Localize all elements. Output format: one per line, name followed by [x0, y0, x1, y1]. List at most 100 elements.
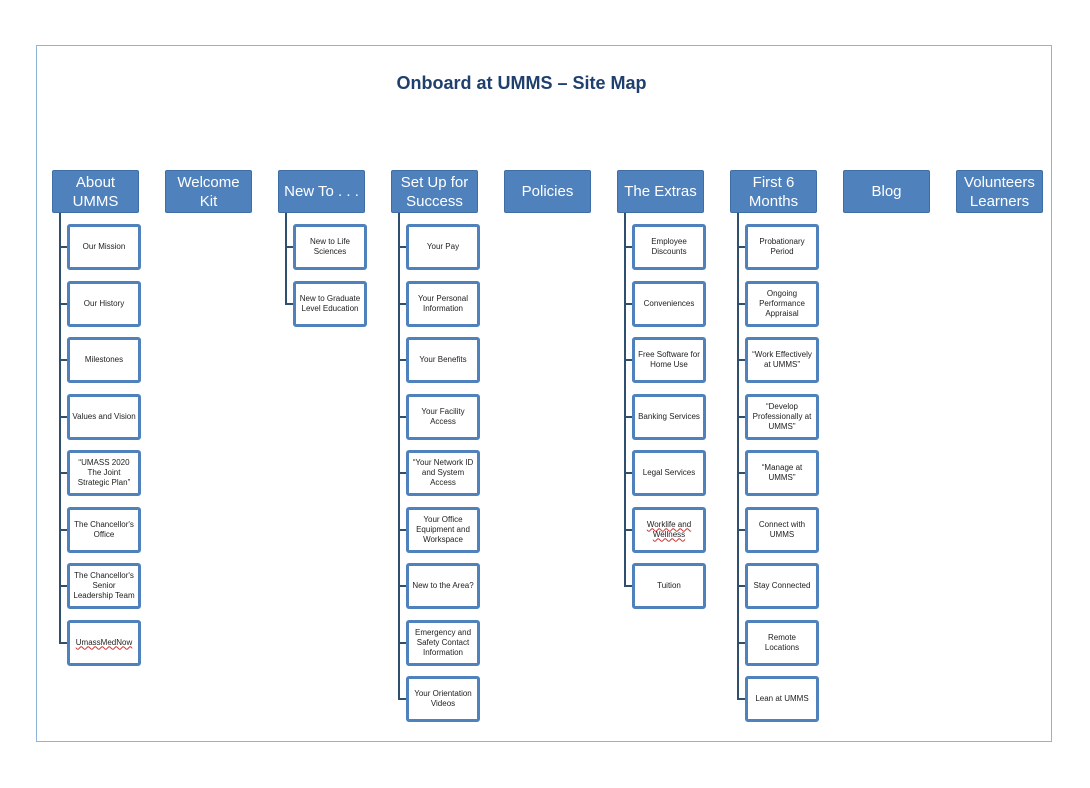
child-node-new-to-life-sciences[interactable]: New to Life Sciences: [293, 224, 367, 270]
child-node-label: Tuition: [657, 581, 681, 590]
child-node-label: Stay Connected: [753, 581, 811, 590]
child-node-label: Emergency and Safety Contact Information: [414, 627, 472, 657]
nav-node-set-up-for-success[interactable]: Set Up for Success: [391, 170, 478, 213]
child-node-label: UmassMedNow: [75, 637, 133, 647]
connector-line: [398, 213, 400, 700]
child-node-ongoing-performance-appraisal[interactable]: Ongoing Performance Appraisal: [745, 280, 819, 327]
connector-line: [59, 585, 67, 587]
connector-line: [398, 528, 406, 531]
child-node-label: Probationary Period: [759, 237, 805, 256]
child-node-label: Your Personal Information: [418, 293, 468, 313]
child-node-your-office-equipment-and-workspace[interactable]: Your Office Equipment and Workspace: [406, 506, 480, 553]
child-node-your-personal-information[interactable]: Your Personal Information: [406, 280, 480, 327]
child-node-label: “Develop Professionally at UMMS”: [752, 401, 812, 431]
child-node-stay-connected[interactable]: Stay Connected: [745, 563, 819, 609]
child-node-remote-locations[interactable]: Remote Locations: [745, 619, 819, 666]
connector-line: [737, 641, 745, 644]
nav-node-label: About UMMS: [72, 173, 119, 210]
child-node-connect-with-umms[interactable]: Connect with UMMS: [745, 506, 819, 553]
connector-line: [624, 213, 626, 587]
connector-line: [737, 415, 745, 418]
nav-node-label: New To . . .: [284, 183, 359, 200]
child-node-label: New to Graduate Level Education: [299, 293, 361, 313]
child-node-your-network-id-and-system-access[interactable]: “Your Network ID and System Access: [406, 450, 480, 496]
nav-node-label: Welcome Kit: [177, 173, 240, 210]
child-node-develop-professionally-at-umms[interactable]: “Develop Professionally at UMMS”: [745, 393, 819, 440]
child-node-label: Banking Services: [638, 411, 700, 421]
child-node-label: Worklife and Wellness: [646, 519, 692, 539]
child-node-manage-at-umms[interactable]: “Manage at UMMS”: [745, 450, 819, 496]
child-node-label: Lean at UMMS: [755, 694, 809, 703]
connector-line: [398, 585, 406, 587]
child-node-work-effectively-at-umms[interactable]: “Work Effectively at UMMS”: [745, 337, 819, 383]
connector-line: [398, 698, 406, 700]
nav-node-label: Policies: [521, 183, 574, 200]
nav-node-volunteers-learners[interactable]: Volunteers Learners: [956, 170, 1043, 213]
child-node-umassmednow[interactable]: UmassMedNow: [67, 619, 141, 666]
connector-line: [59, 213, 61, 644]
connector-line: [737, 472, 745, 474]
child-node-free-software-for-home-use[interactable]: Free Software for Home Use: [632, 337, 706, 383]
connector-line: [624, 302, 632, 305]
child-node-values-and-vision[interactable]: Values and Vision: [67, 393, 141, 440]
child-node-new-to-the-area[interactable]: New to the Area?: [406, 563, 480, 609]
connector-line: [59, 472, 67, 474]
child-node-the-chancellor-s-office[interactable]: The Chancellor's Office: [67, 506, 141, 553]
connector-line: [624, 246, 632, 248]
child-node-label: “Work Effectively at UMMS”: [752, 350, 812, 369]
connector-line: [59, 641, 67, 644]
child-node-new-to-graduate-level-education[interactable]: New to Graduate Level Education: [293, 280, 367, 327]
connector-line: [398, 415, 406, 418]
connector-line: [624, 359, 632, 361]
connector-line: [59, 415, 67, 418]
connector-line: [59, 302, 67, 305]
child-node-probationary-period[interactable]: Probationary Period: [745, 224, 819, 270]
connector-line: [398, 641, 406, 644]
connector-line: [398, 302, 406, 305]
nav-node-about-umms[interactable]: About UMMS: [52, 170, 139, 213]
nav-node-the-extras[interactable]: The Extras: [617, 170, 704, 213]
connector-line: [737, 302, 745, 305]
child-node-label: The Chancellor's Office: [74, 519, 134, 539]
child-node-label: Milestones: [84, 355, 124, 364]
child-node-label: The Chancellor's Senior Leadership Team: [73, 571, 135, 600]
nav-node-first-6-months[interactable]: First 6 Months: [730, 170, 817, 213]
child-node-banking-services[interactable]: Banking Services: [632, 393, 706, 440]
connector-line: [624, 472, 632, 474]
connector-line: [737, 246, 745, 248]
child-node-worklife-and-wellness[interactable]: Worklife and Wellness: [632, 506, 706, 553]
child-node-legal-services[interactable]: Legal Services: [632, 450, 706, 496]
child-node-your-benefits[interactable]: Your Benefits: [406, 337, 480, 383]
child-node-employee-discounts[interactable]: Employee Discounts: [632, 224, 706, 270]
child-node-your-orientation-videos[interactable]: Your Orientation Videos: [406, 676, 480, 722]
nav-node-blog[interactable]: Blog: [843, 170, 930, 213]
child-node-label: Our History: [83, 298, 125, 308]
child-node-tuition[interactable]: Tuition: [632, 563, 706, 609]
child-node-conveniences[interactable]: Conveniences: [632, 280, 706, 327]
connector-line: [285, 302, 293, 305]
child-node-label: “Your Network ID and System Access: [412, 458, 474, 487]
nav-node-policies[interactable]: Policies: [504, 170, 591, 213]
connector-line: [285, 246, 293, 248]
child-node-label: Your Pay: [426, 242, 460, 251]
child-node-label: Conveniences: [643, 298, 695, 308]
child-node-the-chancellor-s-senior-leadership-team[interactable]: The Chancellor's Senior Leadership Team: [67, 563, 141, 609]
child-node-label: Our Mission: [82, 242, 126, 251]
child-node-our-mission[interactable]: Our Mission: [67, 224, 141, 270]
child-node-umass-2020-the-joint-strategic-plan[interactable]: “UMASS 2020 The Joint Strategic Plan”: [67, 450, 141, 496]
child-node-your-facility-access[interactable]: Your Facility Access: [406, 393, 480, 440]
child-node-your-pay[interactable]: Your Pay: [406, 224, 480, 270]
child-node-label: Your Office Equipment and Workspace: [416, 514, 470, 544]
nav-node-label: The Extras: [624, 183, 697, 200]
connector-line: [737, 585, 745, 587]
nav-node-new-to[interactable]: New To . . .: [278, 170, 365, 213]
child-node-label: Ongoing Performance Appraisal: [759, 288, 805, 318]
connector-line: [737, 213, 739, 700]
nav-node-welcome-kit[interactable]: Welcome Kit: [165, 170, 252, 213]
child-node-milestones[interactable]: Milestones: [67, 337, 141, 383]
child-node-label: Legal Services: [642, 468, 696, 477]
nav-node-label: Blog: [871, 183, 902, 200]
child-node-our-history[interactable]: Our History: [67, 280, 141, 327]
child-node-lean-at-umms[interactable]: Lean at UMMS: [745, 676, 819, 722]
child-node-emergency-and-safety-contact-information[interactable]: Emergency and Safety Contact Information: [406, 619, 480, 666]
